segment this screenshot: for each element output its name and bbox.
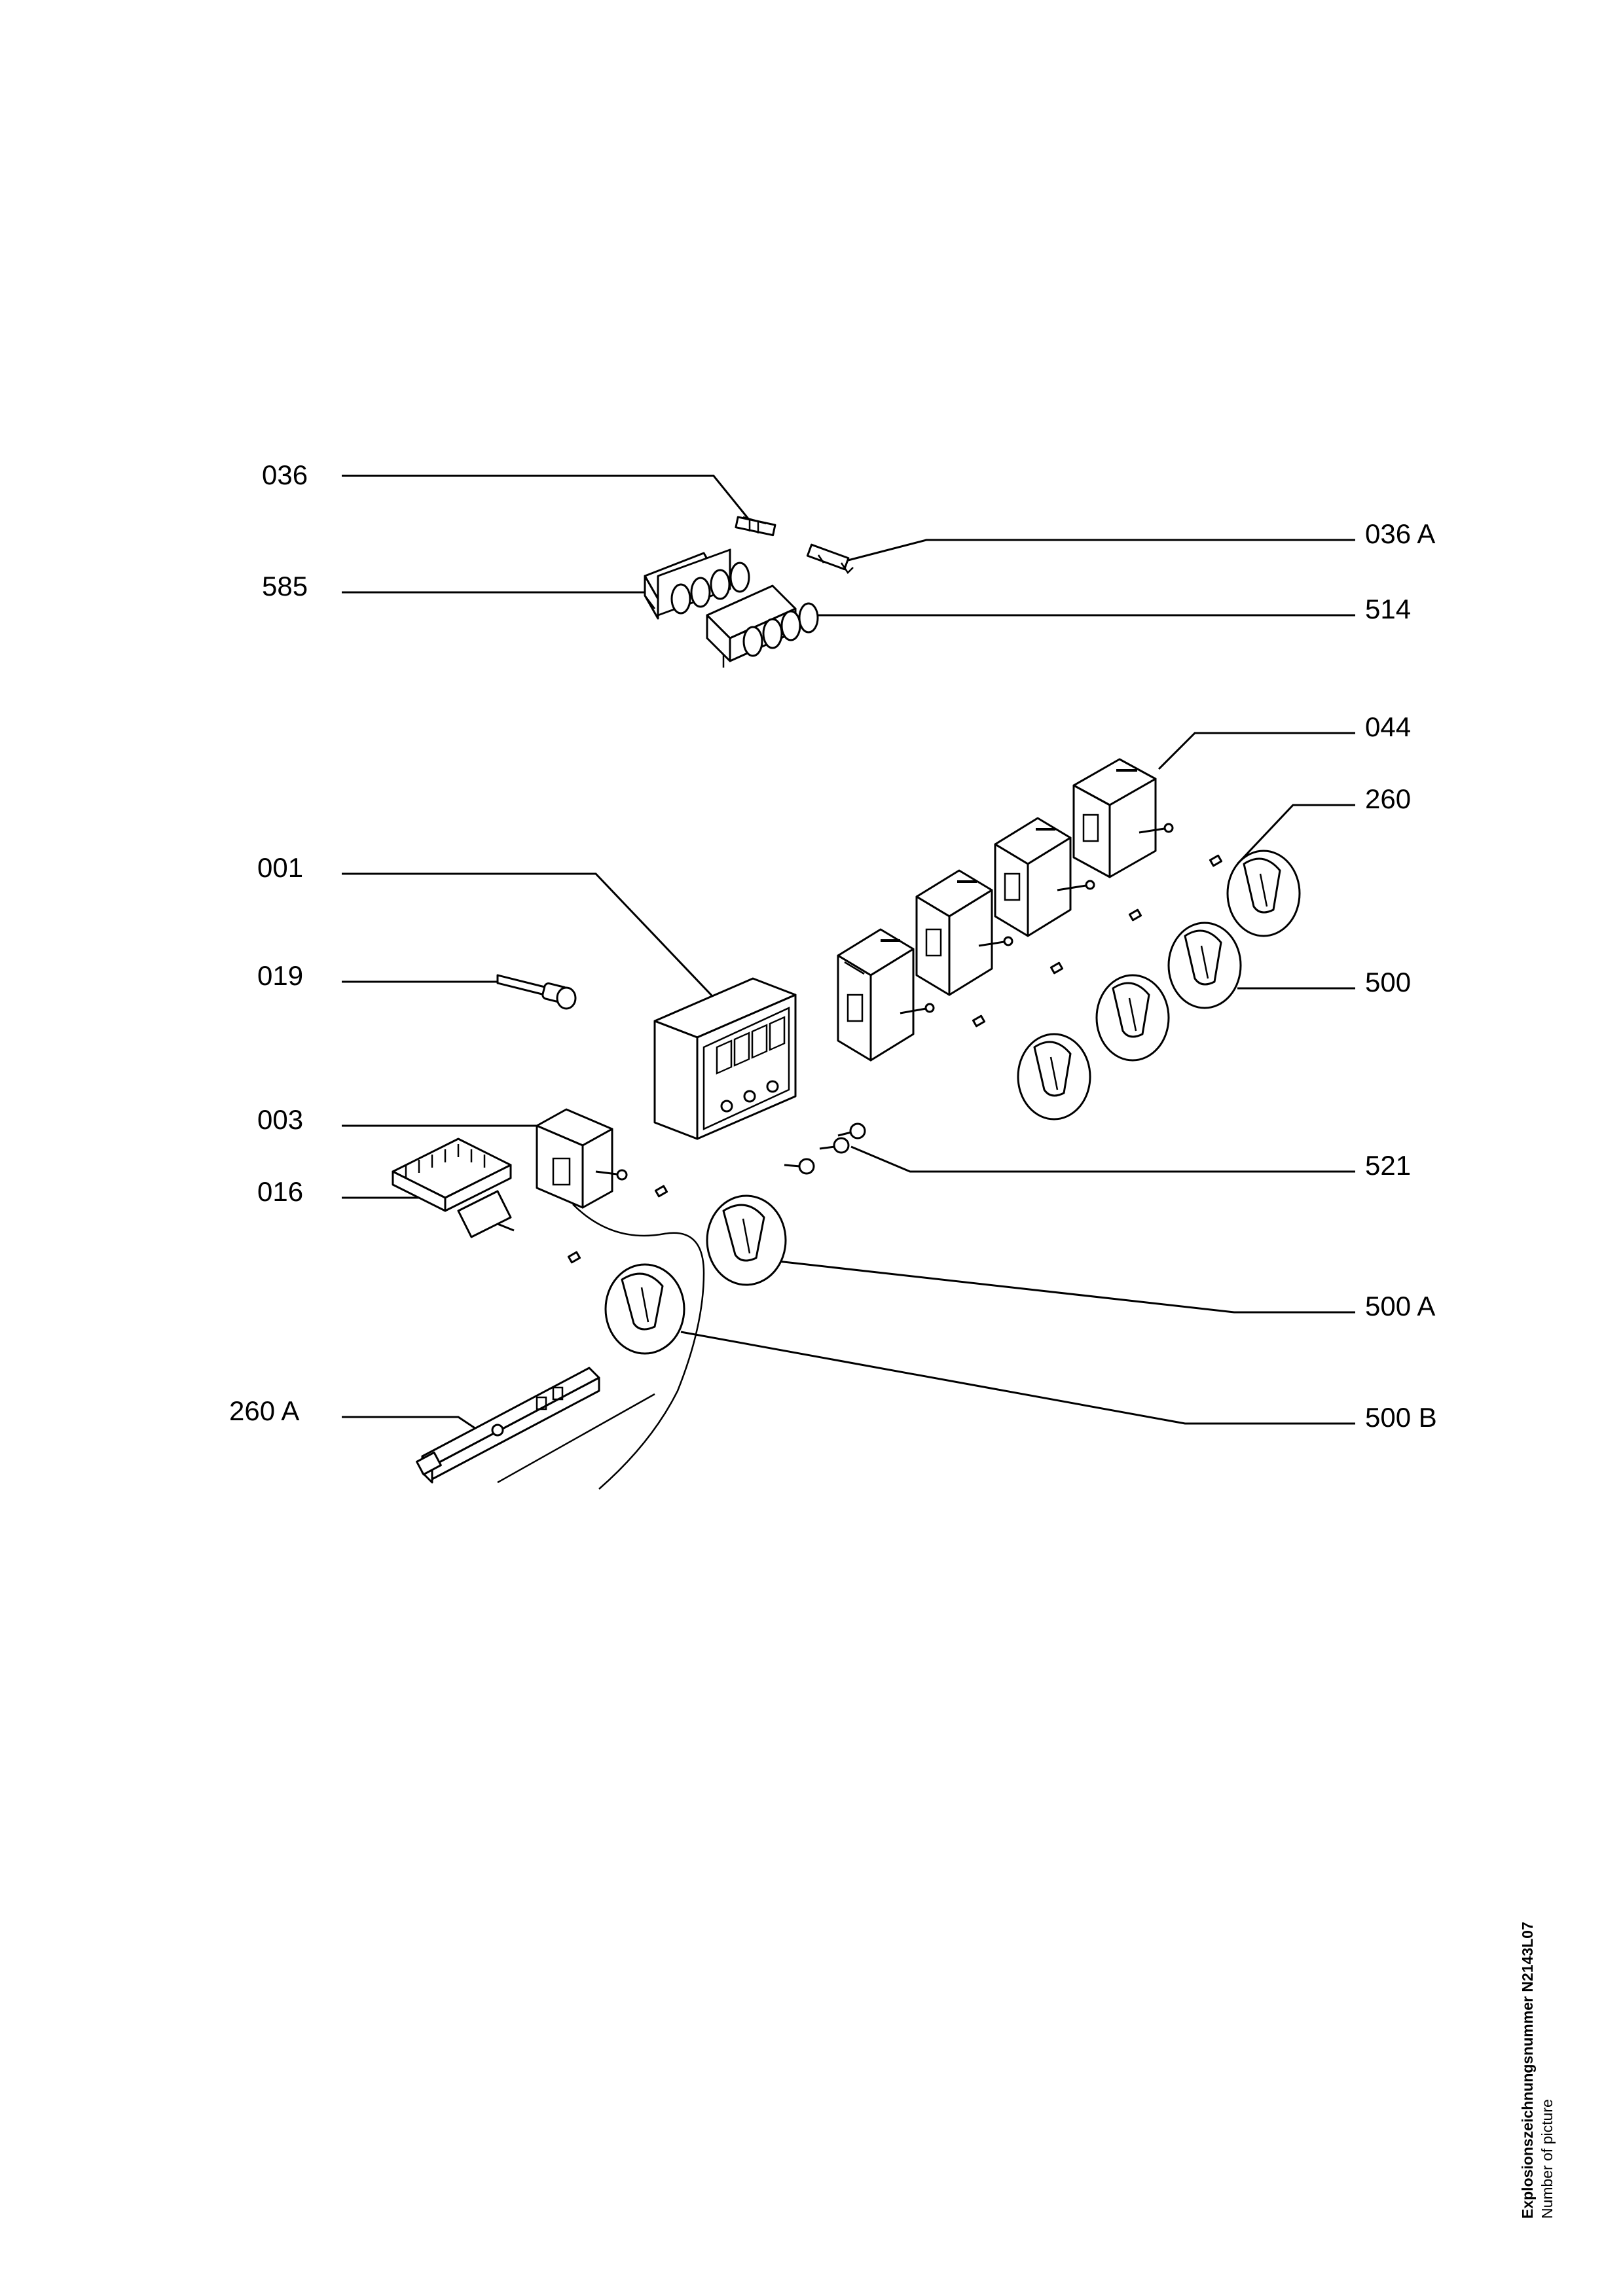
label-514: 514	[1365, 594, 1411, 624]
part-016-selector-switch	[392, 1138, 515, 1238]
part-500-knob-2	[1167, 922, 1242, 1009]
part-019-pilot-lamp	[496, 974, 577, 1010]
part-260a-bracket	[416, 1367, 655, 1484]
leader-521	[850, 1145, 1355, 1173]
leader-260	[1236, 804, 1355, 865]
part-500b-knob	[604, 1263, 685, 1355]
part-044-regulator-2	[915, 869, 1013, 996]
leader-036	[342, 475, 751, 521]
part-036-terminal	[735, 516, 776, 537]
label-260a: 260 A	[229, 1395, 299, 1426]
part-260-clips	[567, 854, 1223, 1264]
label-001: 001	[257, 852, 303, 883]
leader-500a	[765, 1259, 1355, 1314]
part-044-regulator-4	[1072, 758, 1174, 878]
drawing-number: Explosionszeichnungsnummer N2143L07	[1519, 1922, 1536, 2219]
part-003-thermostat	[536, 1108, 705, 1490]
label-044: 044	[1365, 711, 1411, 742]
drawing-subtitle: Number of picture	[1539, 2099, 1556, 2219]
label-016: 016	[257, 1176, 303, 1207]
part-044-regulator-3	[994, 817, 1095, 937]
switch-contacts	[405, 1144, 486, 1178]
part-044-regulator-1	[837, 928, 935, 1062]
part-500-knob-1	[1226, 850, 1301, 937]
leader-001	[342, 872, 728, 1013]
label-019: 019	[257, 960, 303, 991]
part-500-knob-4	[1017, 1033, 1091, 1121]
part-001-timer-display	[653, 977, 797, 1140]
label-521: 521	[1365, 1150, 1411, 1181]
part-585-connector	[644, 548, 750, 620]
part-514-connector	[706, 584, 819, 668]
part-521-buttons	[784, 1122, 866, 1175]
label-585: 585	[262, 571, 308, 601]
part-500-knob-3	[1095, 974, 1170, 1062]
leader-500b	[680, 1331, 1355, 1425]
label-500a: 500 A	[1365, 1291, 1435, 1321]
label-500: 500	[1365, 967, 1411, 997]
display-digits	[716, 1016, 786, 1075]
leader-044	[1158, 732, 1355, 770]
label-260: 260	[1365, 783, 1411, 814]
leader-036a	[837, 539, 1355, 564]
label-500b: 500 B	[1365, 1402, 1437, 1433]
label-036: 036	[262, 459, 308, 490]
drawing-caption: Explosionszeichnungsnummer N2143L07 Numb…	[1518, 1922, 1557, 2219]
label-003: 003	[257, 1104, 303, 1135]
part-500a-knob	[706, 1194, 787, 1286]
part-036a-terminal	[806, 543, 854, 574]
label-036a: 036 A	[1365, 518, 1435, 549]
